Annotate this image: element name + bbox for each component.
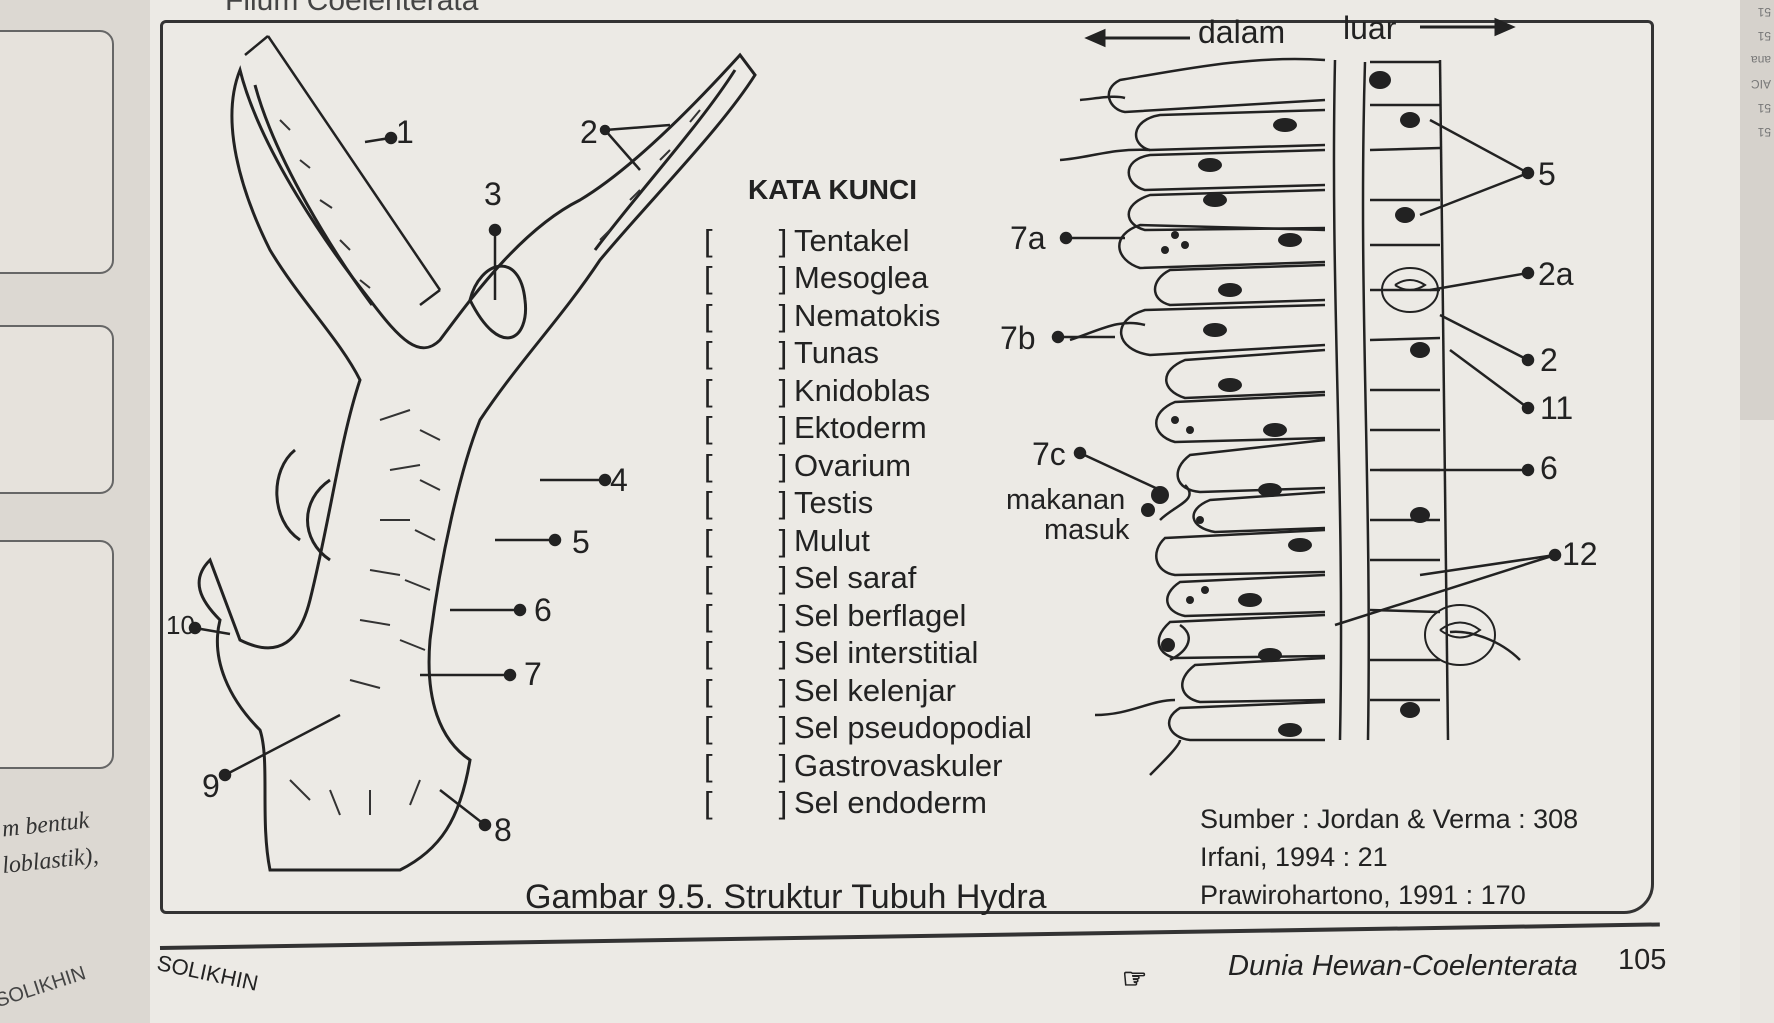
kata-kunci-label: Ovarium: [794, 447, 912, 483]
kata-kunci-item: []Nematokis: [704, 297, 1032, 335]
kata-kunci-label: Nematokis: [794, 297, 941, 333]
page-number: 105: [1618, 944, 1667, 976]
hydra-cell-texture: [279, 109, 701, 816]
right-leader-lines: [1051, 118, 1562, 627]
kata-kunci-label: Mulut: [794, 522, 870, 558]
cell-layer-drawing: [1059, 57, 1521, 776]
kata-kunci-label: Sel saraf: [794, 560, 917, 596]
direction-label-in: dalam: [1198, 14, 1286, 50]
kata-kunci-item: []Tentakel: [704, 222, 1032, 260]
checkbox-bracket[interactable]: []: [704, 747, 788, 783]
kata-kunci-item: []Ektoderm: [704, 410, 1032, 448]
figure-label: 10: [166, 610, 195, 640]
checkbox-bracket[interactable]: []: [704, 635, 788, 671]
kata-kunci-item: []Sel saraf: [704, 560, 1032, 598]
left-box: [0, 30, 114, 274]
figure-frame: [160, 20, 1654, 914]
checkbox-bracket[interactable]: []: [704, 710, 788, 746]
figure-source: Sumber : Jordan & Verma : 308 Irfani, 19…: [1200, 800, 1578, 914]
kata-kunci-label: Testis: [794, 485, 874, 521]
source-line: Prawirohartono, 1991 : 170: [1200, 880, 1526, 910]
figure-label: 8: [494, 812, 512, 848]
kata-kunci-item: []Mesoglea: [704, 260, 1032, 298]
left-page: m bentuk loblastik), SOLIKHIN: [0, 0, 150, 1023]
figure-label: 7: [524, 656, 542, 692]
kata-kunci-item: []Gastrovaskuler: [704, 747, 1032, 785]
pointing-hand-icon: ☞: [1122, 963, 1148, 994]
checkbox-bracket[interactable]: []: [704, 560, 788, 596]
figure-label: 6: [534, 592, 552, 628]
checkbox-bracket[interactable]: []: [704, 672, 788, 708]
checkbox-bracket[interactable]: []: [704, 222, 788, 258]
hydra-body-drawing: [197, 52, 757, 872]
figure-label: 9: [202, 768, 220, 804]
figure-label: 4: [610, 462, 628, 498]
figure-label: 2: [580, 114, 598, 150]
figure-label: 11: [1540, 390, 1574, 426]
kata-kunci-item: []Knidoblas: [704, 372, 1032, 410]
running-header: Filum Coelenterata: [225, 0, 479, 17]
checkbox-bracket[interactable]: []: [704, 597, 788, 633]
figure-label: 3: [484, 176, 502, 212]
cnidocyst-drawings: [1381, 267, 1496, 666]
kata-kunci-item: []Testis: [704, 485, 1032, 523]
checkbox-bracket[interactable]: []: [704, 522, 788, 558]
left-box: [0, 325, 114, 494]
kata-kunci-item: []Sel kelenjar: [704, 672, 1032, 710]
kata-kunci-item: []Sel pseudopodial: [704, 710, 1032, 748]
figure-label: 7a: [1010, 220, 1046, 256]
kata-kunci-item: []Mulut: [704, 522, 1032, 560]
book-page: [150, 0, 1740, 1023]
kata-kunci-item: []Sel endoderm: [704, 785, 1032, 823]
figure-label: 2: [1540, 342, 1558, 378]
checkbox-bracket[interactable]: []: [704, 372, 788, 408]
figure-caption: Gambar 9.5. Struktur Tubuh Hydra: [525, 878, 1047, 916]
figure-label: 6: [1540, 450, 1558, 486]
figure-label: 5: [572, 524, 590, 560]
direction-arrows: [1084, 17, 1516, 48]
left-box: [0, 540, 114, 769]
kata-kunci-label: Sel endoderm: [794, 785, 988, 821]
checkbox-bracket[interactable]: []: [704, 485, 788, 521]
figure-label: 12: [1562, 536, 1598, 572]
checkbox-bracket[interactable]: []: [704, 447, 788, 483]
footer-title: Dunia Hewan-Coelenterata: [1228, 950, 1578, 982]
kata-kunci-item: []Sel berflagel: [704, 597, 1032, 635]
checkbox-bracket[interactable]: []: [704, 260, 788, 296]
kata-kunci-title: KATA KUNCI: [748, 174, 918, 205]
figure-label: 7c: [1032, 436, 1066, 472]
source-line: Irfani, 1994 : 21: [1200, 842, 1388, 872]
kata-kunci-label: Gastrovaskuler: [794, 747, 1003, 783]
kata-kunci-list: []Tentakel []Mesoglea []Nematokis []Tuna…: [704, 222, 1032, 822]
kata-kunci-item: []Tunas: [704, 335, 1032, 373]
checkbox-bracket[interactable]: []: [704, 297, 788, 333]
kata-kunci-label: Tentakel: [794, 222, 910, 258]
kata-kunci-label: Knidoblas: [794, 372, 931, 408]
food-label: makanan: [1006, 484, 1126, 516]
source-line: Sumber : Jordan & Verma : 308: [1200, 804, 1579, 834]
kata-kunci-label: Sel berflagel: [794, 597, 967, 633]
kata-kunci-item: []Sel interstitial: [704, 635, 1032, 673]
food-label: masuk: [1044, 514, 1130, 546]
kata-kunci-item: []Ovarium: [704, 447, 1032, 485]
checkbox-bracket[interactable]: []: [704, 410, 788, 446]
kata-kunci-label: Sel pseudopodial: [794, 710, 1032, 746]
kata-kunci-label: Sel interstitial: [794, 635, 979, 671]
figure-label: 7b: [1000, 320, 1036, 356]
figure-label: 1: [396, 114, 414, 150]
kata-kunci-label: Sel kelenjar: [794, 672, 956, 708]
figure-label: 5: [1538, 156, 1556, 192]
direction-label-out: luar: [1343, 10, 1397, 46]
kata-kunci-label: Ektoderm: [794, 410, 927, 446]
left-leader-lines: [188, 35, 671, 832]
kata-kunci-label: Mesoglea: [794, 260, 929, 296]
cell-nuclei: [1141, 71, 1430, 737]
checkbox-bracket[interactable]: []: [704, 335, 788, 371]
kata-kunci-label: Tunas: [794, 335, 880, 371]
checkbox-bracket[interactable]: []: [704, 785, 788, 821]
figure-label: 2a: [1538, 256, 1574, 292]
